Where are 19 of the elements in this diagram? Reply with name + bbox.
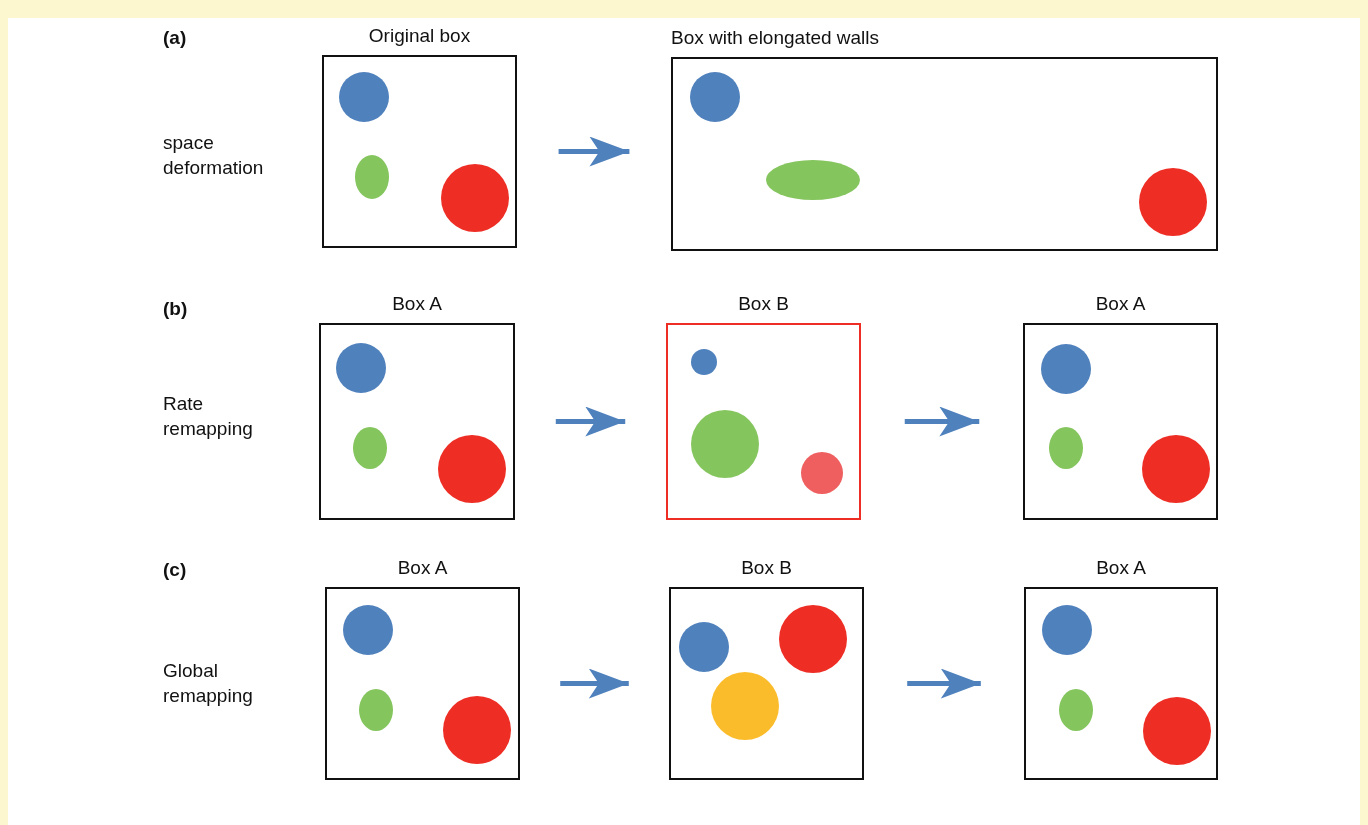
row-label: Rate remapping <box>163 392 254 441</box>
box-title: Box B <box>741 557 792 579</box>
arrow <box>904 406 980 437</box>
box-title: Box A <box>397 557 448 579</box>
arrow <box>558 136 630 167</box>
box-title: Box A <box>1095 293 1146 315</box>
panel-letter: (b) <box>163 297 189 321</box>
row-label: Global remapping <box>163 659 254 708</box>
arrow <box>560 668 629 699</box>
panel-letter: (a) <box>163 26 188 50</box>
box-title: Box with elongated walls <box>671 27 880 49</box>
arrow <box>555 406 626 437</box>
box-title: Box A <box>392 293 442 315</box>
panel-letter: (c) <box>163 558 188 582</box>
arrow <box>907 668 981 699</box>
box-title: Box B <box>738 293 789 315</box>
box-title: Original box <box>368 25 471 47</box>
row-label: space deformation <box>163 131 265 180</box>
box-title: Box A <box>1096 557 1146 579</box>
